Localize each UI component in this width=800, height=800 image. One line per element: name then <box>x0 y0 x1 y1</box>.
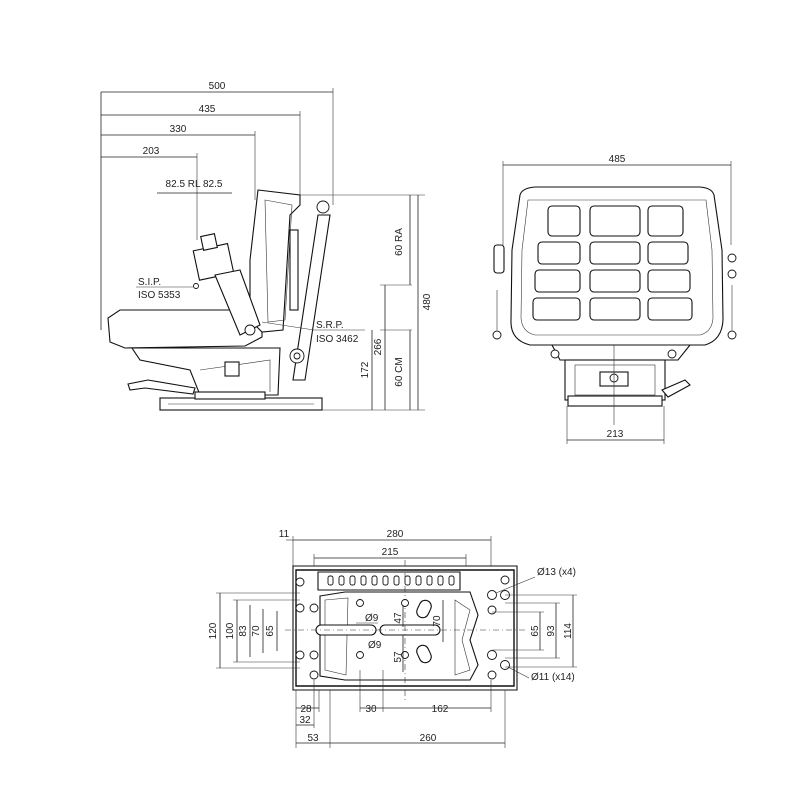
rear-strut <box>292 214 331 381</box>
center-frame <box>319 591 479 681</box>
base-plate-view: 280 11 215 <box>208 529 577 748</box>
front-rail <box>567 395 663 407</box>
spring-housing <box>289 229 299 311</box>
dim-rl: 82.5 RL 82.5 <box>166 179 223 190</box>
dim-93: 93 <box>546 625 557 637</box>
callout-holes13: Ø13 (x4) <box>537 567 576 578</box>
dim-70b: 70 <box>432 615 443 627</box>
fore-aft-lever <box>127 379 196 395</box>
dim-213: 213 <box>607 429 624 440</box>
dim-162: 162 <box>432 704 449 715</box>
dim-28: 28 <box>300 704 312 715</box>
callout-holes11: Ø11 (x14) <box>531 672 575 683</box>
dim-260: 260 <box>420 733 437 744</box>
cushion-pads <box>532 205 693 321</box>
dim-11: 11 <box>279 529 290 540</box>
dim-83: 83 <box>238 625 249 637</box>
dim-70: 70 <box>251 625 262 637</box>
dim-60ra: 60 RA <box>394 228 405 256</box>
dim-100: 100 <box>225 622 236 639</box>
dim-120: 120 <box>208 622 219 639</box>
dim-phi9a: Ø9 <box>365 613 379 624</box>
suspension-column <box>214 269 261 336</box>
dim-435: 435 <box>199 104 216 115</box>
dim-65: 65 <box>265 625 276 637</box>
front-view: 485 <box>492 154 737 444</box>
dim-30: 30 <box>365 704 377 715</box>
side-view: 500 435 330 203 82.5 RL 82.5 <box>100 81 433 411</box>
dim-480: 480 <box>422 293 433 310</box>
dim-32: 32 <box>299 715 311 726</box>
dim-266: 266 <box>373 338 384 355</box>
seat-cushion <box>107 309 263 349</box>
dim-57: 57 <box>393 651 404 663</box>
label-iso3462: ISO 3462 <box>316 334 359 345</box>
dim-114: 114 <box>563 623 574 639</box>
dim-485: 485 <box>609 154 626 165</box>
mounting-holes <box>295 575 510 680</box>
adjust-block <box>224 361 240 377</box>
front-suspension <box>564 359 666 401</box>
dim-65r: 65 <box>530 625 541 637</box>
label-srp: S.R.P. <box>316 320 344 331</box>
front-lever <box>661 379 691 398</box>
seat-backrest <box>249 189 301 333</box>
dim-47: 47 <box>393 612 404 624</box>
slot-holes <box>327 575 455 586</box>
dim-60cm: 60 CM <box>394 357 405 386</box>
dim-53: 53 <box>307 733 319 744</box>
left-knob <box>493 244 505 274</box>
dim-215: 215 <box>382 547 399 558</box>
dim-500: 500 <box>209 81 226 92</box>
dim-phi9b: Ø9 <box>368 640 382 651</box>
dim-330: 330 <box>170 124 187 135</box>
dim-172: 172 <box>360 361 371 378</box>
dim-203: 203 <box>143 146 160 157</box>
dim-280: 280 <box>387 529 404 540</box>
label-sip: S.I.P. <box>138 277 161 288</box>
label-iso5353: ISO 5353 <box>138 290 181 301</box>
